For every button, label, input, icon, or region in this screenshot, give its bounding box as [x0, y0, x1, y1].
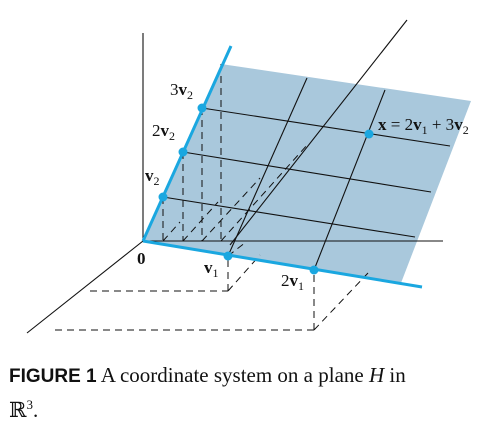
plane-grid — [162, 77, 451, 271]
point-2v2 — [178, 147, 188, 157]
v2-line — [141, 45, 233, 242]
dashed-guides — [55, 64, 369, 331]
caption-space-exp: 3 — [26, 397, 33, 412]
label-origin: 0 — [137, 249, 146, 268]
caption-end: . — [32, 398, 39, 422]
point-v1 — [223, 251, 233, 261]
caption-text: A coordinate system on a plane — [96, 363, 369, 387]
coordinate-plane-figure: 0 v1 2v1 v2 2v2 3v2 x = 2v1 + 3v2 — [26, 19, 471, 334]
plane-h — [143, 64, 471, 283]
axes — [26, 19, 443, 334]
point-3v2 — [197, 103, 207, 113]
points — [158, 103, 374, 275]
label-2v2: 2v2 — [152, 121, 175, 143]
caption-plane-symbol: H — [368, 363, 385, 387]
x-axis — [26, 240, 144, 334]
point-2v1 — [309, 265, 319, 275]
v1-line — [142, 239, 423, 289]
caption-label: FIGURE 1 — [9, 366, 97, 387]
diagonal-axis — [229, 19, 408, 246]
label-v1: v1 — [204, 258, 219, 280]
caption-space-symbol: ℝ — [9, 398, 27, 422]
figure-caption: FIGURE 1 A coordinate system on a plane … — [9, 361, 489, 424]
point-x — [364, 129, 374, 139]
label-v2: v2 — [145, 166, 160, 188]
label-x-equation: x = 2v1 + 3v2 — [378, 115, 469, 137]
caption-text-after: in — [384, 363, 406, 387]
label-3v2: 3v2 — [170, 80, 193, 102]
label-2v1: 2v1 — [281, 271, 304, 293]
point-v2 — [158, 192, 168, 202]
